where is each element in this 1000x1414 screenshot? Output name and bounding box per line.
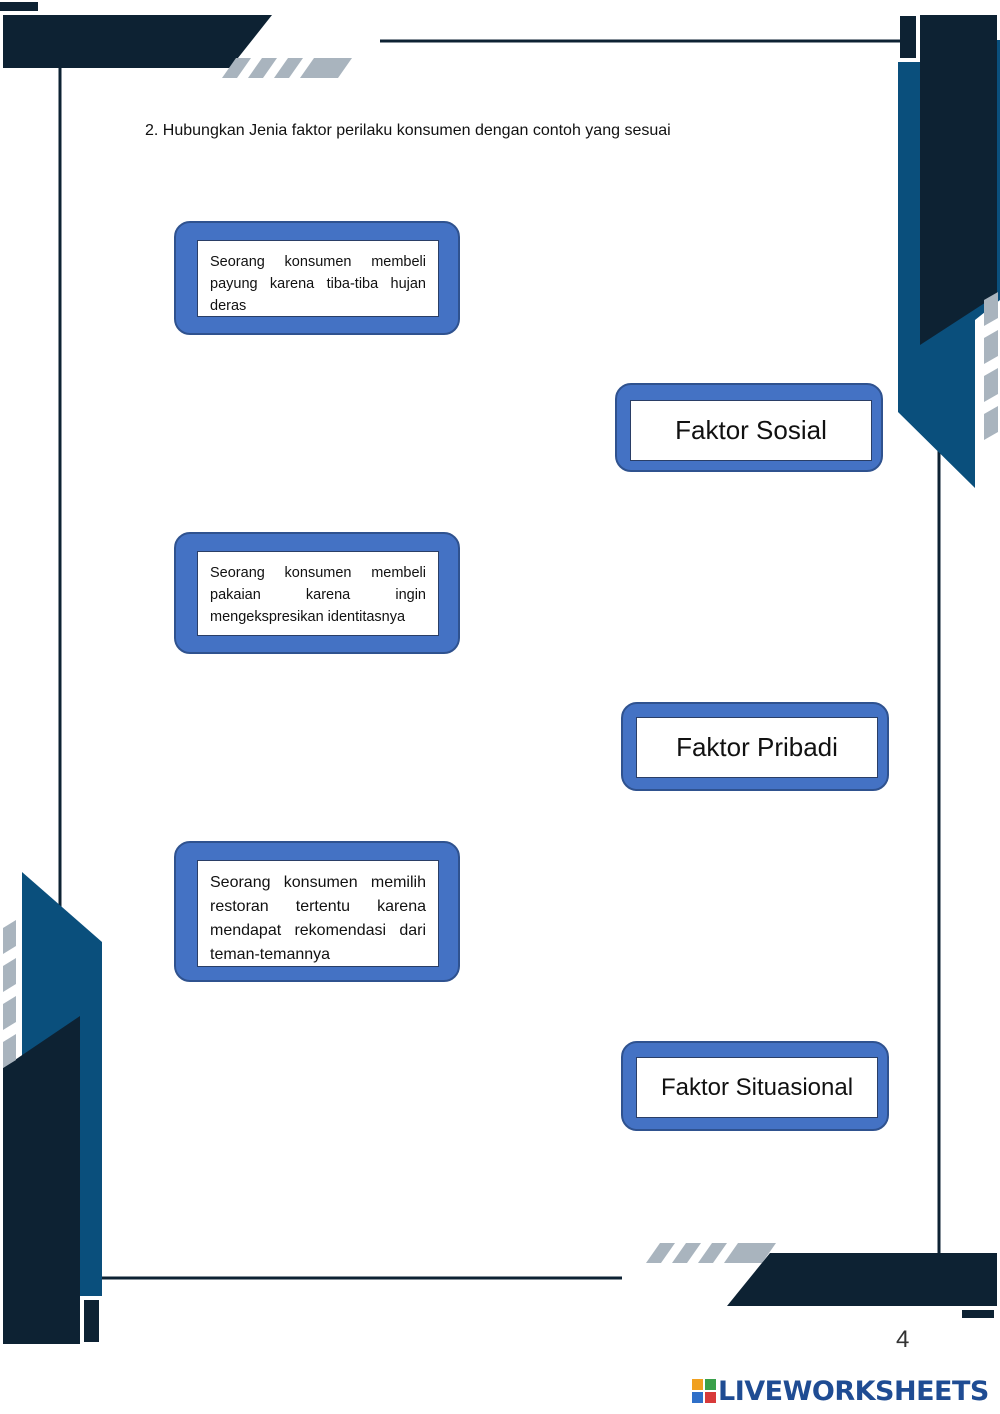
factor-label-sosial: Faktor Sosial <box>675 415 827 445</box>
factor-card-pribadi[interactable]: Faktor Pribadi <box>621 702 889 791</box>
example-text-1: Seorang konsumen membeli payung karena t… <box>210 254 426 314</box>
factor-label-pribadi: Faktor Pribadi <box>676 732 838 762</box>
example-card-3[interactable]: Seorang konsumen memilih restoran terten… <box>174 841 460 982</box>
factor-label-situasional: Faktor Situasional <box>660 1073 854 1101</box>
liveworksheets-logo[interactable]: LIVEWORKSHEETS <box>692 1374 989 1408</box>
example-text-2: Seorang konsumen membeli pakaian karena … <box>210 565 426 625</box>
factor-card-situasional[interactable]: Faktor Situasional <box>621 1041 889 1131</box>
example-text-3: Seorang konsumen memilih restoran terten… <box>210 874 426 963</box>
example-card-1[interactable]: Seorang konsumen membeli payung karena t… <box>174 221 460 335</box>
page-number: 4 <box>896 1326 910 1353</box>
liveworksheets-logo-text: LIVEWORKSHEETS <box>718 1375 989 1407</box>
example-card-2[interactable]: Seorang konsumen membeli pakaian karena … <box>174 532 460 654</box>
liveworksheets-logo-icon <box>692 1379 716 1403</box>
factor-card-sosial[interactable]: Faktor Sosial <box>615 383 883 472</box>
question-text: 2. Hubungkan Jenia faktor perilaku konsu… <box>145 122 671 139</box>
